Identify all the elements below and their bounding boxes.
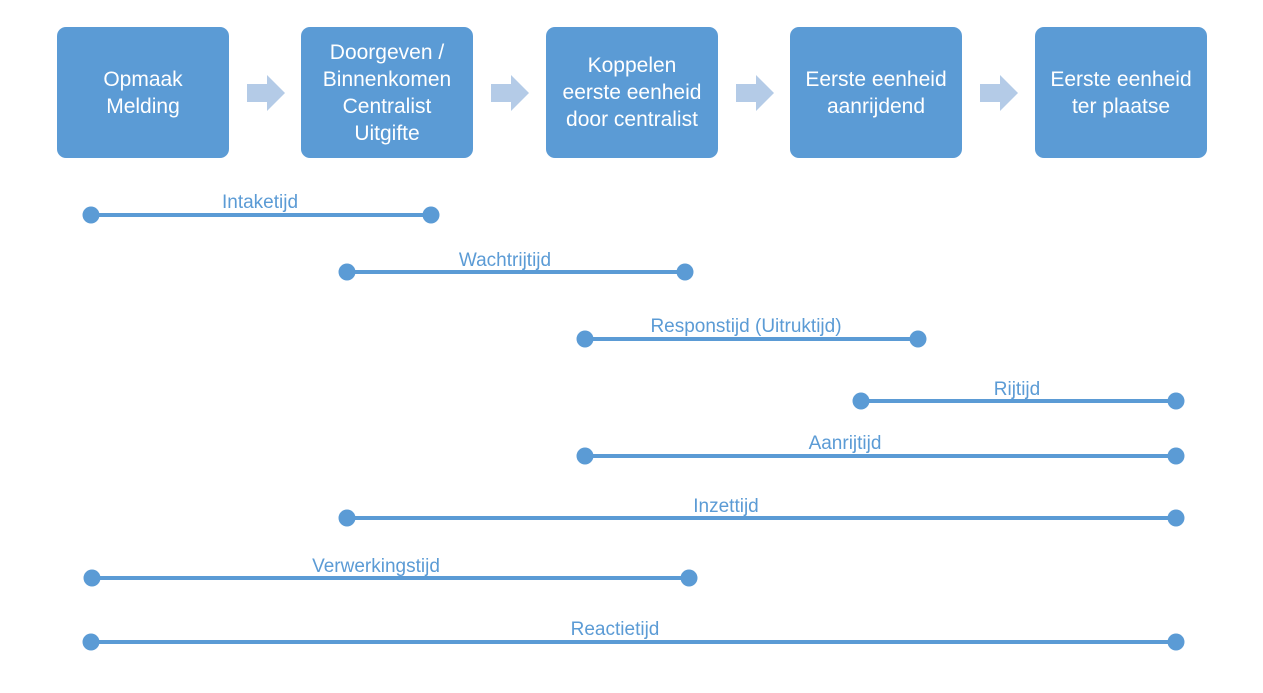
interval-start-dot	[576, 447, 594, 465]
interval-label: Responstijd (Uitruktijd)	[650, 316, 841, 337]
arrow-right-icon	[491, 75, 529, 111]
arrow-right-icon	[736, 75, 774, 111]
interval-start-dot	[852, 392, 870, 410]
interval-wachtrijtijd: Wachtrijtijd	[338, 250, 694, 281]
interval-start-dot	[338, 509, 356, 527]
interval-reactietijd: Reactietijd	[82, 619, 1185, 651]
interval-label: Verwerkingstijd	[312, 556, 440, 577]
interval-end-dot	[1167, 509, 1185, 527]
arrow-right-icon	[980, 75, 1018, 111]
interval-end-dot	[909, 330, 927, 348]
interval-aanrijtijd: Aanrijtijd	[576, 433, 1185, 465]
interval-end-dot	[1167, 447, 1185, 465]
interval-intaketijd: Intaketijd	[82, 192, 440, 224]
step-opmaak-melding: Opmaak Melding	[57, 27, 229, 158]
interval-inzettijd: Inzettijd	[338, 496, 1185, 527]
interval-end-dot	[676, 263, 694, 281]
step-doorgeven-binnenkomen: Doorgeven / Binnenkomen Centralist Uitgi…	[301, 27, 473, 158]
interval-end-dot	[1167, 633, 1185, 651]
interval-start-dot	[338, 263, 356, 281]
interval-label: Wachtrijtijd	[459, 250, 551, 271]
interval-end-dot	[680, 569, 698, 587]
step-eerste-eenheid-ter-plaatse: Eerste eenheid ter plaatse	[1035, 27, 1207, 158]
arrow-right-icon	[247, 75, 285, 111]
interval-start-dot	[83, 569, 101, 587]
interval-label: Inzettijd	[693, 496, 758, 517]
interval-end-dot	[422, 206, 440, 224]
interval-label: Reactietijd	[571, 619, 660, 640]
interval-start-dot	[82, 206, 100, 224]
interval-label: Intaketijd	[222, 192, 298, 213]
interval-label: Rijtijd	[994, 379, 1040, 400]
step-koppelen-eerste-eenheid: Koppelen eerste eenheid door centralist	[546, 27, 718, 158]
step-eerste-eenheid-aanrijdend: Eerste eenheid aanrijdend	[790, 27, 962, 158]
interval-rijtijd: Rijtijd	[852, 379, 1185, 410]
interval-label: Aanrijtijd	[809, 433, 882, 454]
interval-start-dot	[82, 633, 100, 651]
interval-end-dot	[1167, 392, 1185, 410]
interval-start-dot	[576, 330, 594, 348]
interval-verwerkingstijd: Verwerkingstijd	[83, 556, 698, 587]
interval-responstijd: Responstijd (Uitruktijd)	[576, 316, 927, 348]
